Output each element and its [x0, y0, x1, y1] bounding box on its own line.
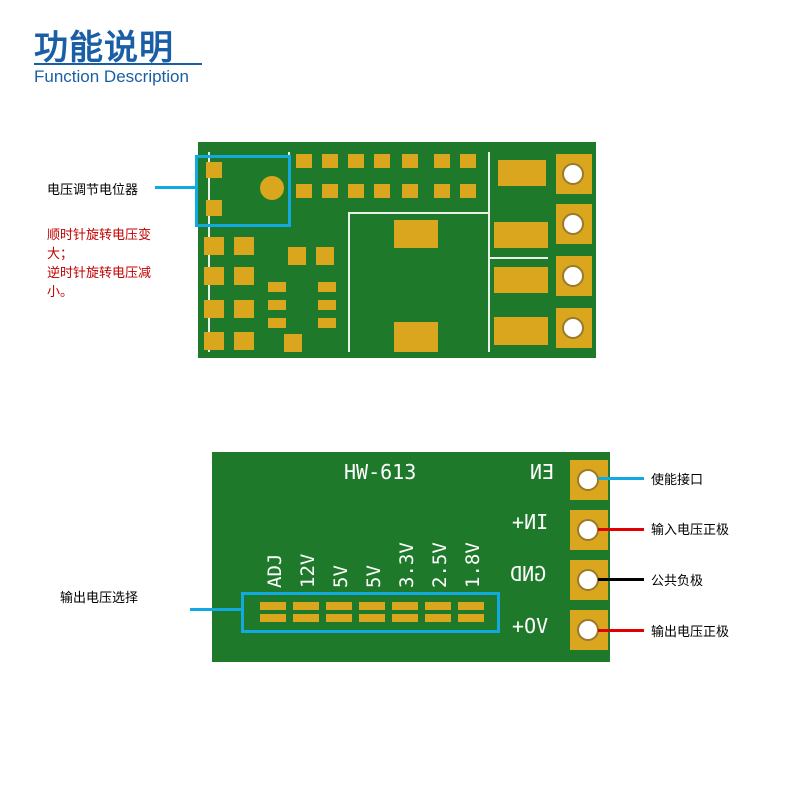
potentiometer-note-line-4: 小。 — [47, 285, 74, 300]
page-title: 功能说明 — [34, 28, 174, 68]
pin-label-vo: VO+ — [512, 614, 549, 638]
potentiometer-note-line-1: 顺时针旋转电压变 — [47, 228, 152, 243]
top-pcb-board — [198, 142, 596, 358]
option-label-5v-b: 5V — [363, 565, 385, 588]
option-label-12v: 12V — [297, 553, 319, 588]
potentiometer-label: 电压调节电位器 — [47, 183, 139, 198]
title-underline — [34, 63, 202, 65]
potentiometer-pointer — [155, 186, 195, 189]
potentiometer-highlight — [195, 155, 291, 227]
voltage-select-label: 输出电压选择 — [60, 591, 139, 606]
option-label-5v-a: 5V — [330, 565, 352, 588]
voltage-select-highlight — [241, 592, 500, 633]
board-model-label: HW-613 — [344, 460, 417, 484]
common-negative-pointer — [598, 578, 644, 581]
option-label-1v8: 1.8V — [462, 542, 484, 588]
common-negative-label: 公共负极 — [651, 574, 704, 589]
pin-label-in: IN+ — [512, 510, 549, 534]
voltage-select-pointer — [190, 608, 241, 611]
option-label-3v3: 3.3V — [396, 542, 418, 588]
pin-label-en: EN — [530, 460, 555, 484]
potentiometer-note: 顺时针旋转电压变 大； 逆时针旋转电压减 小。 — [47, 226, 177, 302]
output-positive-label: 输出电压正极 — [651, 625, 730, 640]
output-positive-pointer — [598, 629, 644, 632]
enable-pointer — [598, 477, 644, 480]
option-label-adj: ADJ — [264, 553, 286, 588]
potentiometer-note-line-3: 逆时针旋转电压减 — [47, 266, 152, 281]
potentiometer-note-line-2: 大； — [47, 247, 74, 262]
input-positive-label: 输入电压正极 — [651, 523, 730, 538]
input-positive-pointer — [598, 528, 644, 531]
pin-label-gnd: GND — [510, 562, 547, 586]
option-label-2v5: 2.5V — [429, 542, 451, 588]
enable-label: 使能接口 — [651, 473, 704, 488]
page-subtitle: Function Description — [34, 67, 189, 86]
